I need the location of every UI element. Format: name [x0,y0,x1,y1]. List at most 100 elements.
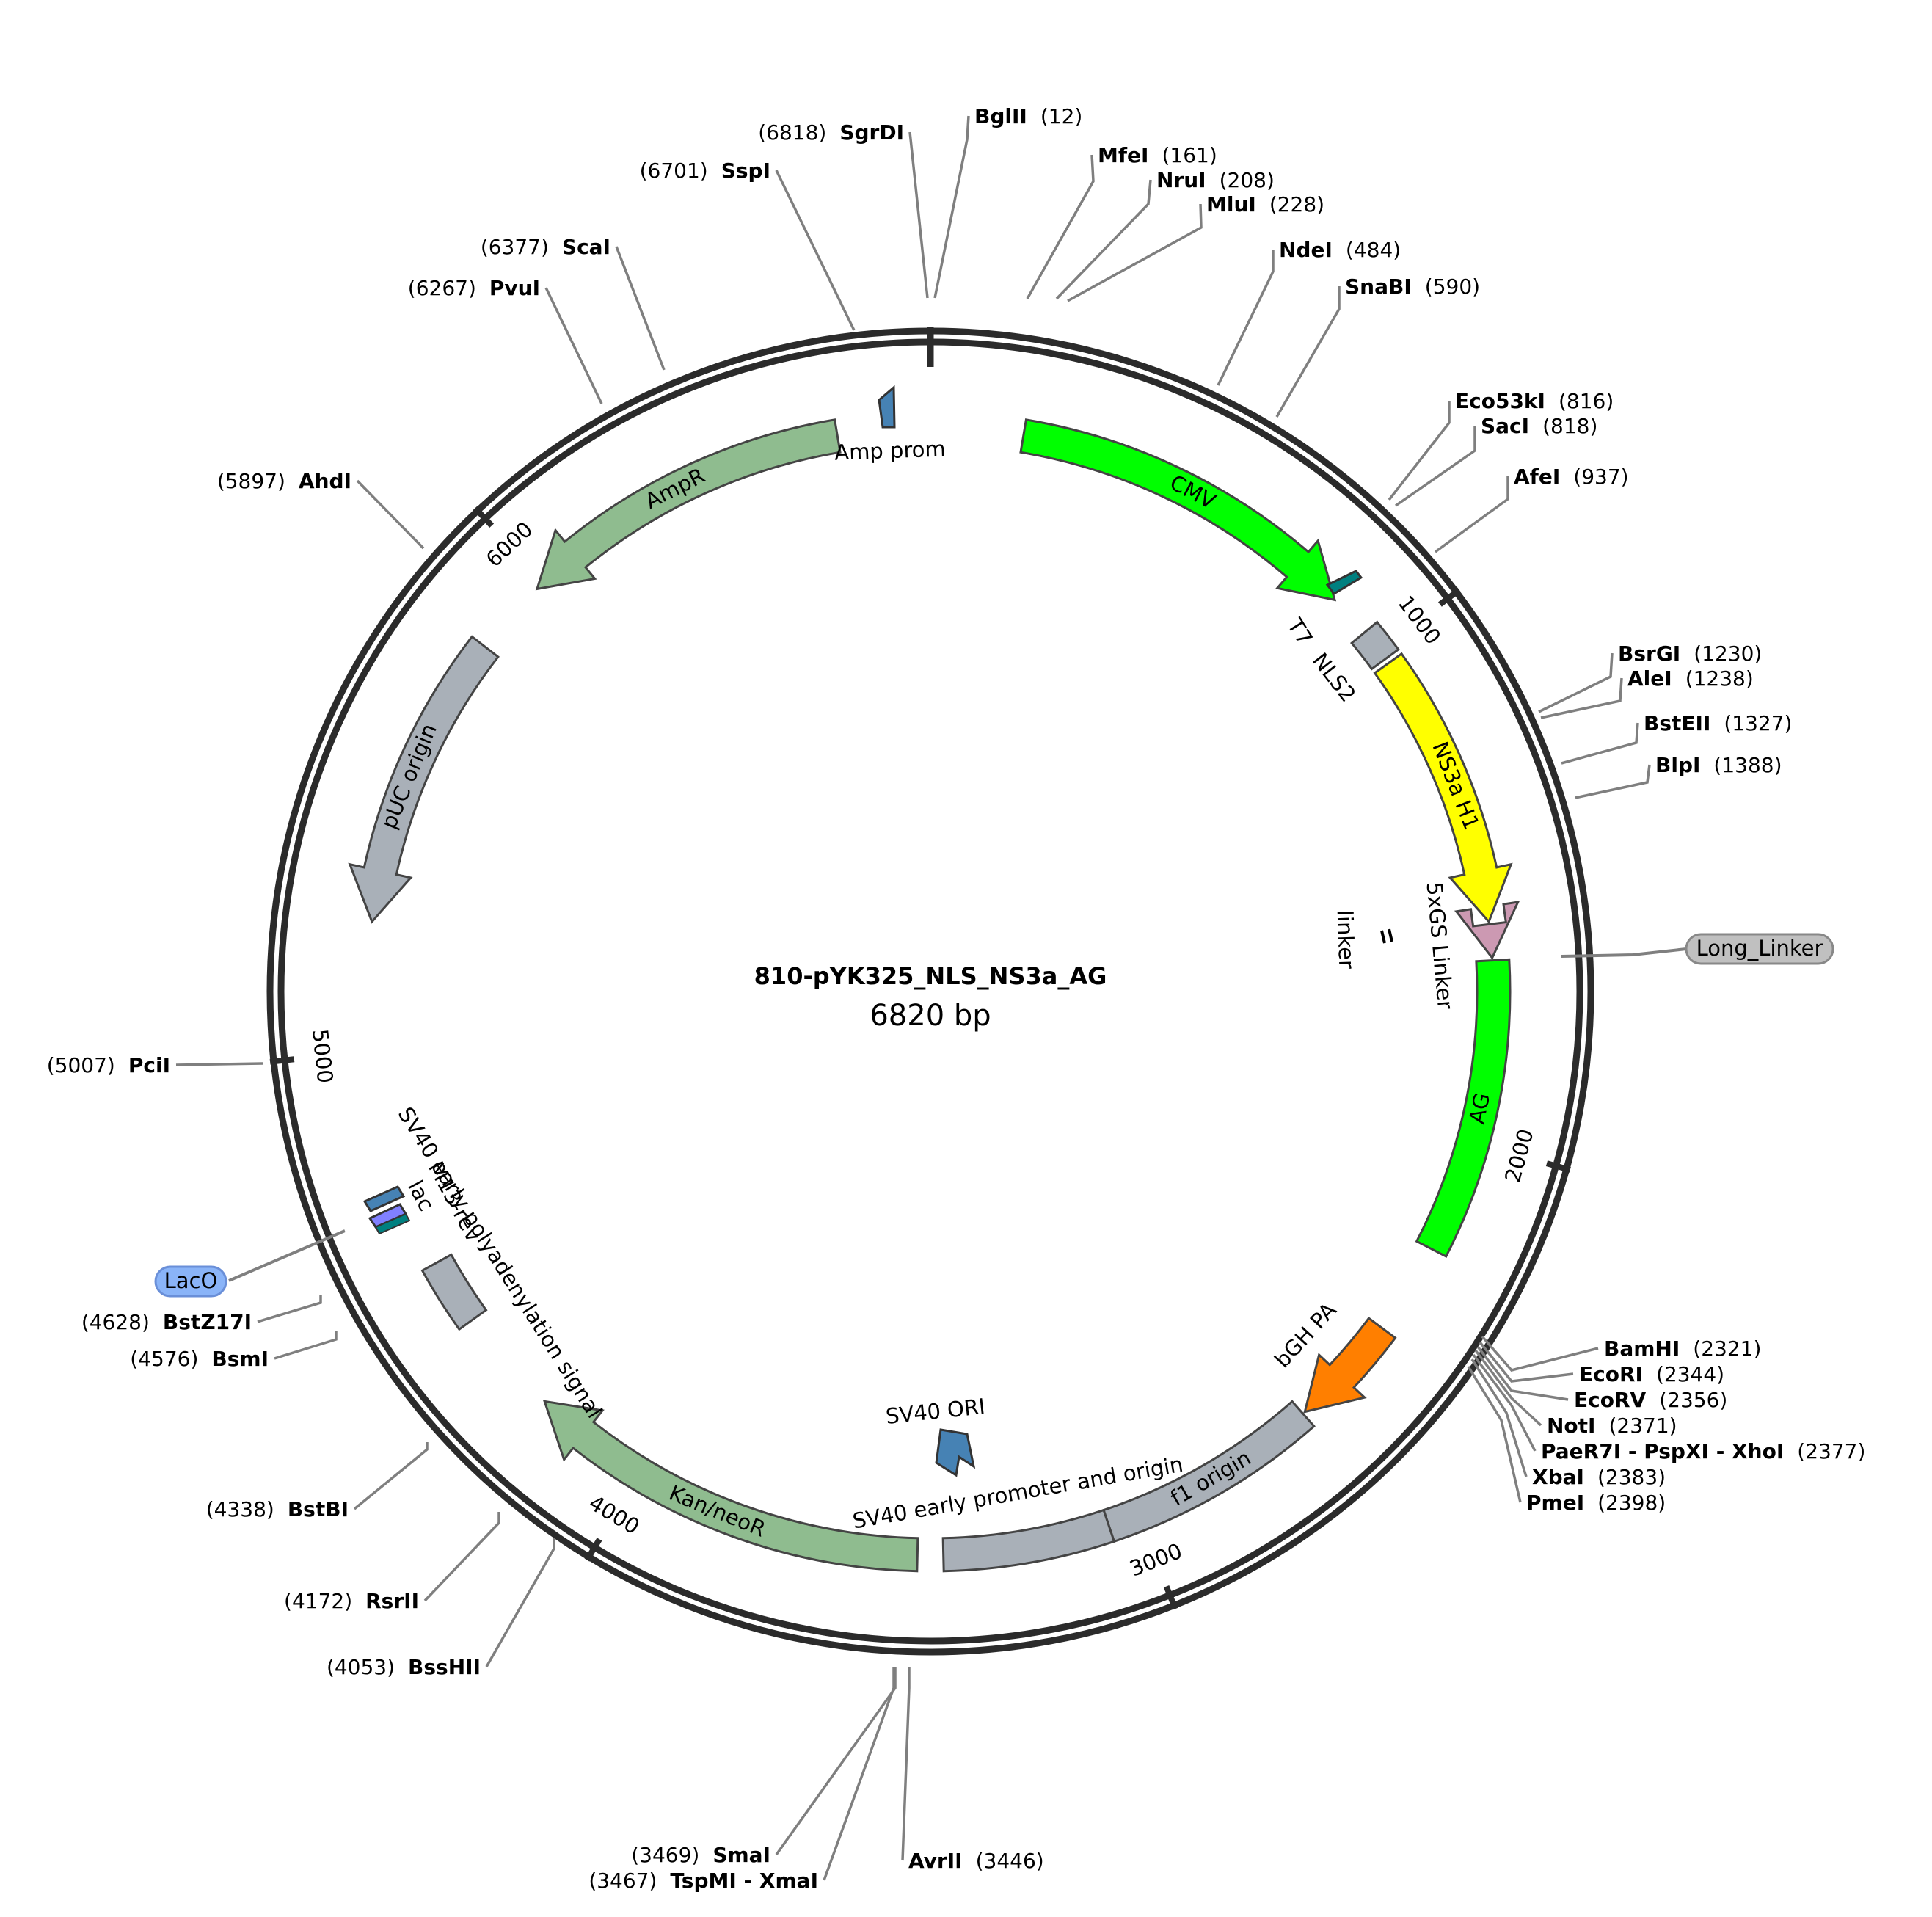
long-linker-pill [1685,933,1834,965]
site-leader-line [1481,1335,1599,1372]
tick-label: 4000 [585,1490,644,1539]
site-name: PaeR7I - PspXI - XhoI [1541,1439,1784,1463]
tick-mark [1163,1585,1178,1610]
site-snabi: SnaBI(590) [1345,274,1480,299]
site-sgrdi: SgrDI(6818) [758,120,904,145]
site-sspi: SspI(6701) [640,159,770,183]
site-bsmi: BsmI (4576) [130,1347,269,1371]
long-linker-leader-line [1561,947,1687,958]
site-name: BsrGI [1618,641,1680,666]
feature-label-linker: linker [1333,909,1360,969]
site-leader-line [1434,476,1509,553]
site-tspmi-xmai: TspMI - XmaI(3467) [588,1869,818,1893]
feature-amp-prom [878,385,896,429]
site-position: (2398) [1597,1491,1666,1515]
site-leader-line [1476,1345,1569,1401]
site-leader-line [908,131,929,299]
site-leader-line [1470,1358,1528,1477]
site-name: SgrDI [839,120,904,145]
site-name: BlpI [1655,753,1700,777]
site-position: (6377) [481,235,549,259]
feature-label-amp-prom: Amp prom [834,436,947,465]
site-position: (5897) [217,469,285,493]
site-position: (2377) [1797,1439,1865,1463]
site-position: (2371) [1608,1414,1677,1438]
site-position: (3446) [976,1849,1044,1873]
site-position: (2356) [1659,1388,1727,1412]
site-name: BssHII [408,1655,481,1679]
feature-sv40-early-promoter-and-origin [941,1508,1116,1573]
site-position: (6701) [640,159,708,183]
site-leader-line [1561,722,1639,765]
site-name: TspMI - XmaI [670,1869,818,1893]
feature-m13-rev [362,1185,406,1212]
site-blpi: BlpI(1388) [1655,753,1782,777]
site-name: MfeI [1098,143,1148,167]
site-position: (2344) [1656,1362,1724,1386]
site-name: PciI [128,1053,170,1077]
site-position: (4172) [284,1589,352,1613]
feature-puc-origin [348,635,500,924]
site-leader-line [356,479,425,550]
site-bstbi: BstBI(4338) [206,1497,349,1521]
feature-label: 5xGS Linker [1421,881,1457,1010]
site-name: BsmI [211,1347,269,1371]
site-leader-line [1055,179,1152,300]
site-saci: SacI (818) [1481,414,1597,438]
site-leader-line [775,1667,897,1856]
backbone-inner-ring [277,338,1583,1645]
site-position: (590) [1425,274,1480,299]
site-name: SacI [1481,414,1529,438]
linker-mark-a [1380,930,1386,944]
site-leader-line [353,1442,429,1510]
site-leader-line [1067,203,1203,302]
site-xbai: XbaI(2383) [1532,1465,1666,1489]
feature-kan-neor [542,1400,919,1573]
site-position: (228) [1269,192,1324,217]
site-name: AvrII [908,1849,963,1873]
site-pcii: PciI(5007) [47,1053,170,1077]
site-position: (818) [1542,414,1597,438]
feature-t7 [1325,570,1363,595]
site-name: PmeI [1526,1491,1584,1515]
tick-mark [1438,587,1462,607]
site-rsrii: RsrII(4172) [284,1589,419,1613]
laco-marker [374,1212,411,1235]
feature-label: SV40 early polyadenylation signal [393,1102,608,1422]
site-name: BstEII [1644,711,1710,735]
site-position: (4628) [81,1310,150,1334]
site-position: (12) [1040,104,1082,128]
laco-pill [154,1265,227,1298]
site-position: (816) [1559,389,1614,413]
backbone-outer-ring [266,327,1594,1656]
laco-label: LacO [164,1268,218,1293]
feature-label: AG [1464,1091,1495,1126]
site-mfei: MfeI(161) [1098,143,1217,167]
site-leader-line [775,170,856,331]
tick-label: 3000 [1126,1538,1186,1582]
site-leader-line [1540,677,1623,719]
site-name: BstBI [288,1497,349,1521]
site-leader-line [1467,1366,1522,1503]
site-position: (6267) [408,276,476,300]
site-leader-line [933,115,970,299]
site-leader-line [615,246,666,371]
site-pmei: PmeI (2398) [1526,1491,1666,1515]
tick-mark [584,1538,602,1562]
site-leader-line [1472,1353,1537,1452]
feature-label-t7: T7 [1282,614,1318,650]
site-bsteii: BstEII(1327) [1644,711,1792,735]
site-name: MluI [1206,192,1256,217]
site-leader-line [175,1062,263,1066]
site-leader-line [823,1667,895,1881]
site-leader-line [423,1512,500,1602]
site-name: ScaI [562,235,610,259]
feature-ag [1415,958,1512,1258]
site-name: NotI [1547,1414,1595,1438]
site-position: (4576) [130,1347,198,1371]
site-leader-line [485,1538,555,1667]
site-mlui: MluI (228) [1206,192,1324,217]
site-pvui: PvuI(6267) [408,276,540,300]
